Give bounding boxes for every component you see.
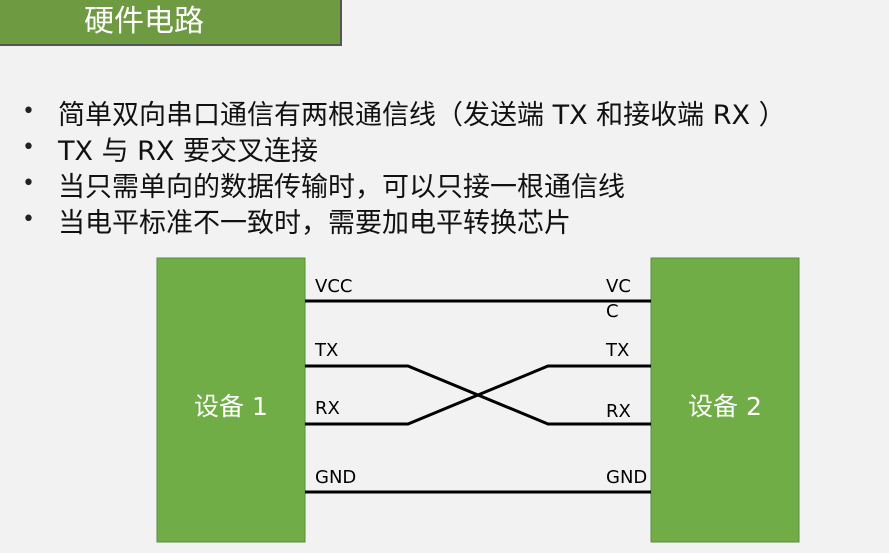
right-rx-label: RX bbox=[606, 401, 631, 422]
left-vcc-label: VCC bbox=[315, 276, 353, 297]
right-vcc-label-line1: VC bbox=[606, 276, 631, 297]
device-2-label: 设备 2 bbox=[688, 392, 762, 421]
slide-title: 硬件电路 bbox=[84, 4, 204, 39]
bullet-icon: • bbox=[22, 99, 35, 124]
bullet-icon: • bbox=[22, 135, 35, 160]
bullet-text: 当只需单向的数据传输时，可以只接一根通信线 bbox=[58, 171, 625, 203]
bullet-text: 简单双向串口通信有两根通信线（发送端 TX 和接收端 RX ） bbox=[58, 99, 786, 131]
device-2-box bbox=[650, 257, 800, 543]
bullet-icon: • bbox=[22, 171, 35, 196]
title-bar: 硬件电路 bbox=[0, 0, 342, 46]
right-tx-label: TX bbox=[606, 340, 630, 361]
rx-to-tx-wire bbox=[305, 364, 651, 426]
bullet-item: • 当电平标准不一致时，需要加电平转换芯片 bbox=[22, 202, 786, 239]
device-1-label: 设备 1 bbox=[194, 392, 268, 421]
bullet-text: 当电平标准不一致时，需要加电平转换芯片 bbox=[58, 207, 571, 239]
bullet-item: • 简单双向串口通信有两根通信线（发送端 TX 和接收端 RX ） bbox=[22, 94, 786, 131]
bullet-item: • 当只需单向的数据传输时，可以只接一根通信线 bbox=[22, 166, 786, 203]
right-vcc-label-line2: C bbox=[606, 301, 619, 322]
left-tx-label: TX bbox=[315, 340, 339, 361]
left-rx-label: RX bbox=[315, 398, 340, 419]
device-1-box bbox=[156, 257, 306, 543]
right-gnd-label: GND bbox=[606, 467, 648, 488]
bullet-icon: • bbox=[22, 207, 35, 232]
bullet-list: • 简单双向串口通信有两根通信线（发送端 TX 和接收端 RX ） • TX 与… bbox=[22, 94, 786, 239]
bullet-item: • TX 与 RX 要交叉连接 bbox=[22, 130, 786, 167]
bullet-text: TX 与 RX 要交叉连接 bbox=[58, 135, 318, 167]
left-gnd-label: GND bbox=[315, 467, 357, 488]
